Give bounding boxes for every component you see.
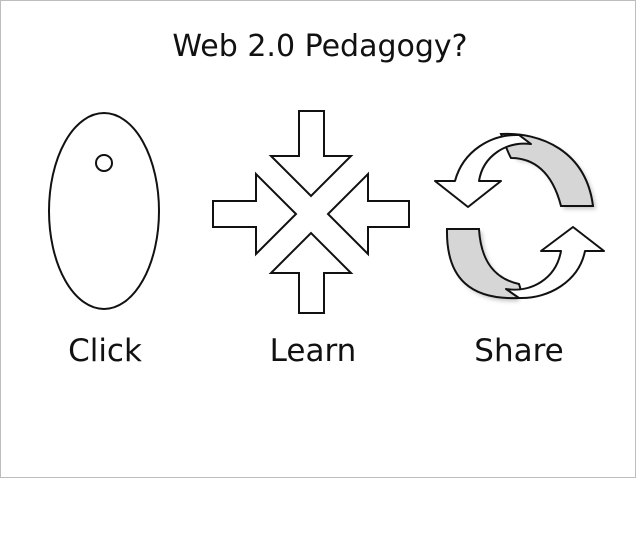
converging-arrows-icon [212,110,410,314]
label-click: Click [68,333,142,369]
label-learn: Learn [269,333,357,369]
slide-title: Web 2.0 Pedagogy? [172,29,468,64]
slide-illustration [48,110,605,314]
slide: Web 2.0 Pedagogy? [0,0,636,478]
cycle-arrows-icon [434,132,605,302]
label-share: Share [474,333,564,369]
mouse-icon [48,112,160,310]
